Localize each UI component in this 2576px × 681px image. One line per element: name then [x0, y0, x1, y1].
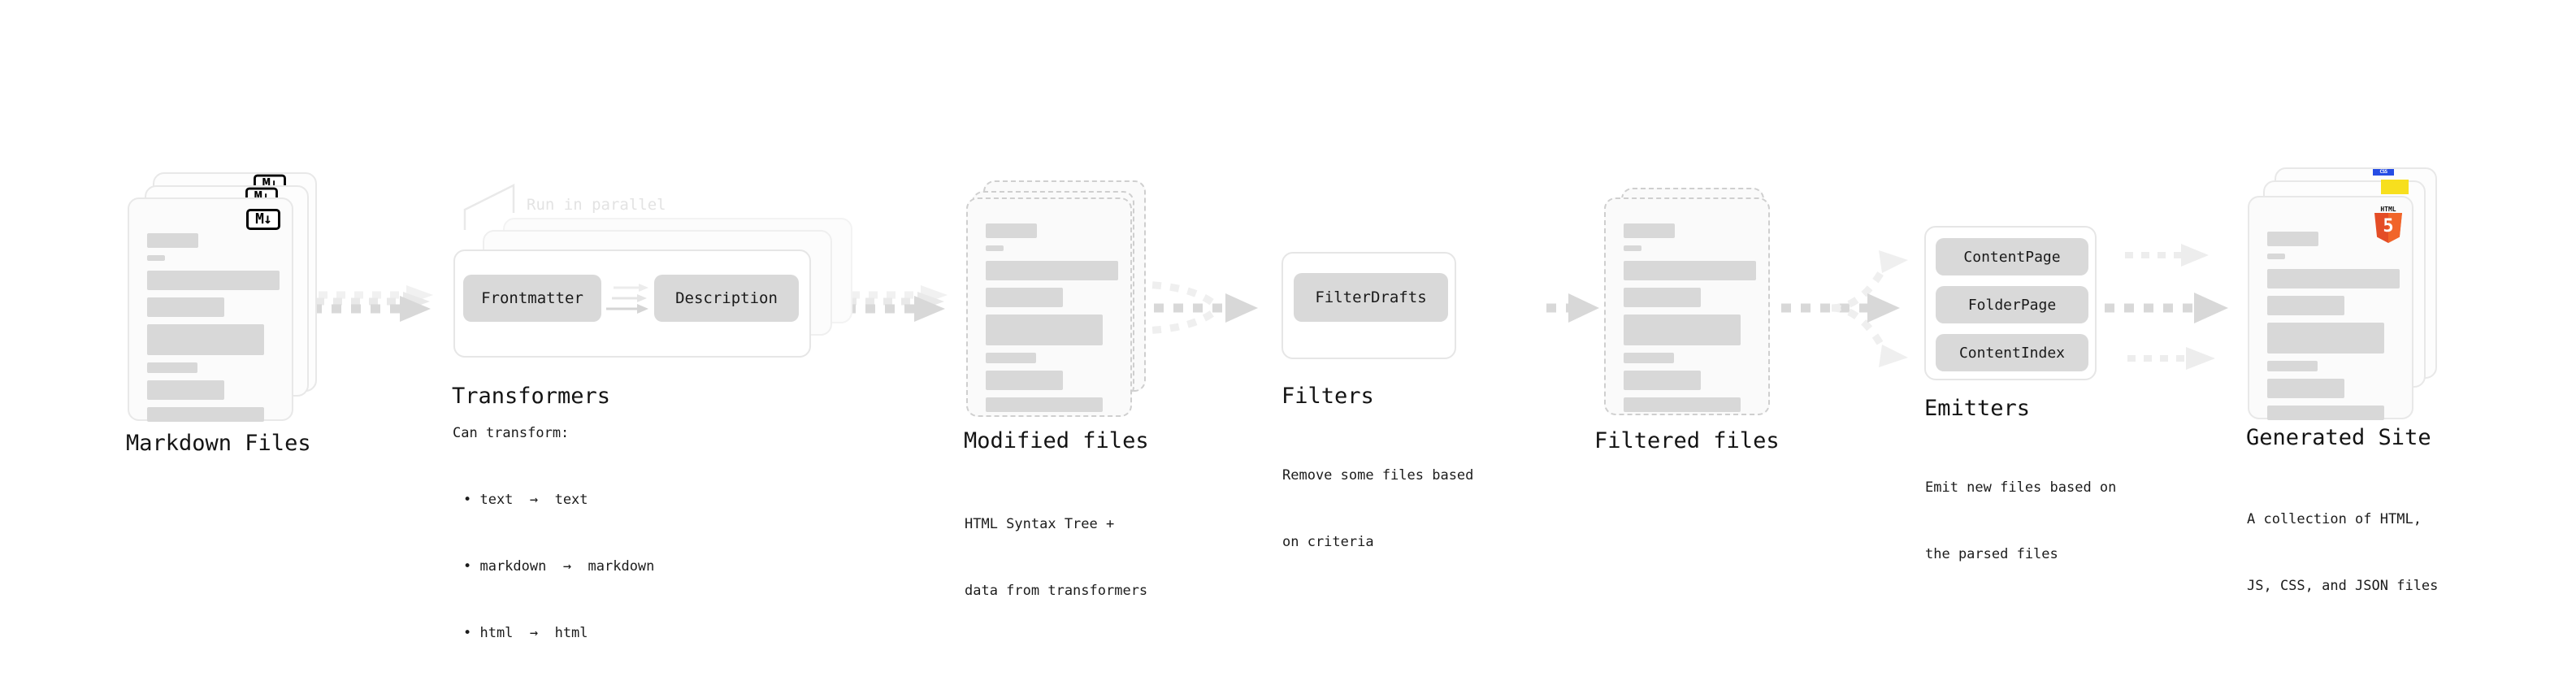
caption-line: JS, CSS, and JSON files: [2247, 577, 2439, 594]
caption-bullet: • markdown → markdown: [463, 557, 655, 575]
doc-line: [986, 314, 1103, 345]
doc-line: [147, 271, 280, 290]
doc-placeholder-lines: [986, 223, 1118, 419]
doc-line: [2267, 406, 2384, 420]
doc-line: [986, 397, 1103, 412]
doc-line: [147, 324, 264, 355]
stage-title-generated-site: Generated Site: [2246, 425, 2431, 450]
html5-shield: 5: [2374, 213, 2402, 243]
arrow-markdown-to-transformers: [312, 285, 433, 322]
filter-pill-filterdrafts[interactable]: FilterDrafts: [1294, 273, 1448, 322]
generated-site-caption: A collection of HTML, JS, CSS, and JSON …: [2247, 465, 2438, 642]
doc-line: [1624, 288, 1701, 307]
doc-line: [147, 297, 224, 317]
doc-line: [147, 233, 198, 248]
transformer-inner-arrows: [606, 284, 648, 314]
stage-title-emitters: Emitters: [1924, 396, 2031, 421]
arrow-filters-to-filtered: [1546, 293, 1599, 323]
arrow-filtered-to-emitters: [1781, 250, 1908, 367]
modified-caption: HTML Syntax Tree + data from transformer…: [965, 470, 1147, 647]
caption-line: data from transformers: [965, 582, 1148, 599]
doc-line: [986, 223, 1037, 238]
transformer-pill-frontmatter[interactable]: Frontmatter: [463, 275, 601, 322]
doc-line: [2267, 254, 2285, 259]
doc-line: [1624, 261, 1756, 280]
html5-badge: HTML 5: [2374, 206, 2402, 243]
emitter-pill-folderpage[interactable]: FolderPage: [1936, 286, 2088, 323]
arrow-emitters-to-site: [2105, 244, 2228, 370]
markdown-card-front: M↓: [128, 197, 293, 422]
doc-placeholder-lines: [147, 233, 280, 429]
doc-line: [986, 288, 1063, 307]
stage-title-filtered-files: Filtered files: [1594, 428, 1780, 453]
run-in-parallel-note: Run in parallel: [527, 196, 666, 214]
doc-line: [1624, 353, 1674, 363]
arrow-modified-to-filters: [1134, 280, 1258, 335]
filters-box[interactable]: FilterDrafts: [1281, 252, 1456, 359]
doc-line: [2267, 379, 2344, 398]
markdown-badge: M↓: [246, 209, 280, 230]
caption-line: Emit new files based on: [1925, 479, 2117, 497]
caption-line: Remove some files based: [1282, 467, 1474, 484]
transformers-caption-head: Can transform:: [453, 425, 570, 441]
doc-placeholder-lines: [2267, 232, 2400, 427]
caption-line: A collection of HTML,: [2247, 511, 2422, 528]
doc-line: [1624, 245, 1641, 251]
javascript-badge: [2381, 180, 2409, 194]
caption-line: HTML Syntax Tree +: [965, 516, 1115, 533]
doc-line: [1624, 371, 1701, 390]
emitter-pill-contentindex[interactable]: ContentIndex: [1936, 334, 2088, 371]
doc-line: [2267, 361, 2318, 371]
doc-line: [147, 362, 197, 373]
doc-line: [986, 261, 1118, 280]
modified-card-front: [966, 197, 1132, 417]
doc-placeholder-lines: [1624, 223, 1756, 419]
doc-line: [147, 380, 224, 400]
doc-line: [1624, 223, 1675, 238]
site-card-front: HTML 5: [2248, 196, 2413, 420]
css3-badge: CSS: [2373, 169, 2394, 176]
stage-title-markdown-files: Markdown Files: [126, 431, 311, 456]
doc-line: [2267, 323, 2384, 354]
doc-line: [147, 407, 264, 422]
html5-wordmark: HTML: [2380, 206, 2396, 213]
emitter-pill-contentpage[interactable]: ContentPage: [1936, 238, 2088, 275]
html5-digit: 5: [2383, 216, 2394, 236]
doc-line: [1624, 397, 1741, 412]
doc-line: [986, 371, 1063, 390]
filtered-card-front: [1604, 197, 1770, 415]
caption-line: the parsed files: [1925, 545, 2058, 562]
caption-bullet: • html → html: [463, 624, 588, 641]
emitters-caption: Emit new files based on the parsed files: [1925, 433, 2116, 610]
stage-title-filters: Filters: [1281, 384, 1374, 409]
caption-bullet: • text → text: [463, 492, 588, 509]
transformers-caption-bullets: • text → text • markdown → markdown • ht…: [463, 445, 654, 681]
doc-line: [986, 353, 1036, 363]
doc-line: [2267, 269, 2400, 288]
caption-line: on criteria: [1282, 533, 1374, 550]
transformer-box-front[interactable]: Frontmatter Description: [453, 249, 811, 358]
doc-line: [2267, 232, 2318, 246]
stage-title-transformers: Transformers: [452, 384, 611, 409]
emitters-box[interactable]: ContentPage FolderPage ContentIndex: [1924, 226, 2097, 380]
filters-caption: Remove some files based on criteria: [1282, 421, 1473, 598]
transformer-pill-description[interactable]: Description: [654, 275, 799, 322]
doc-line: [2267, 296, 2344, 315]
doc-line: [1624, 314, 1741, 345]
stage-title-modified-files: Modified files: [964, 428, 1149, 453]
doc-line: [986, 245, 1004, 251]
doc-line: [147, 255, 165, 261]
